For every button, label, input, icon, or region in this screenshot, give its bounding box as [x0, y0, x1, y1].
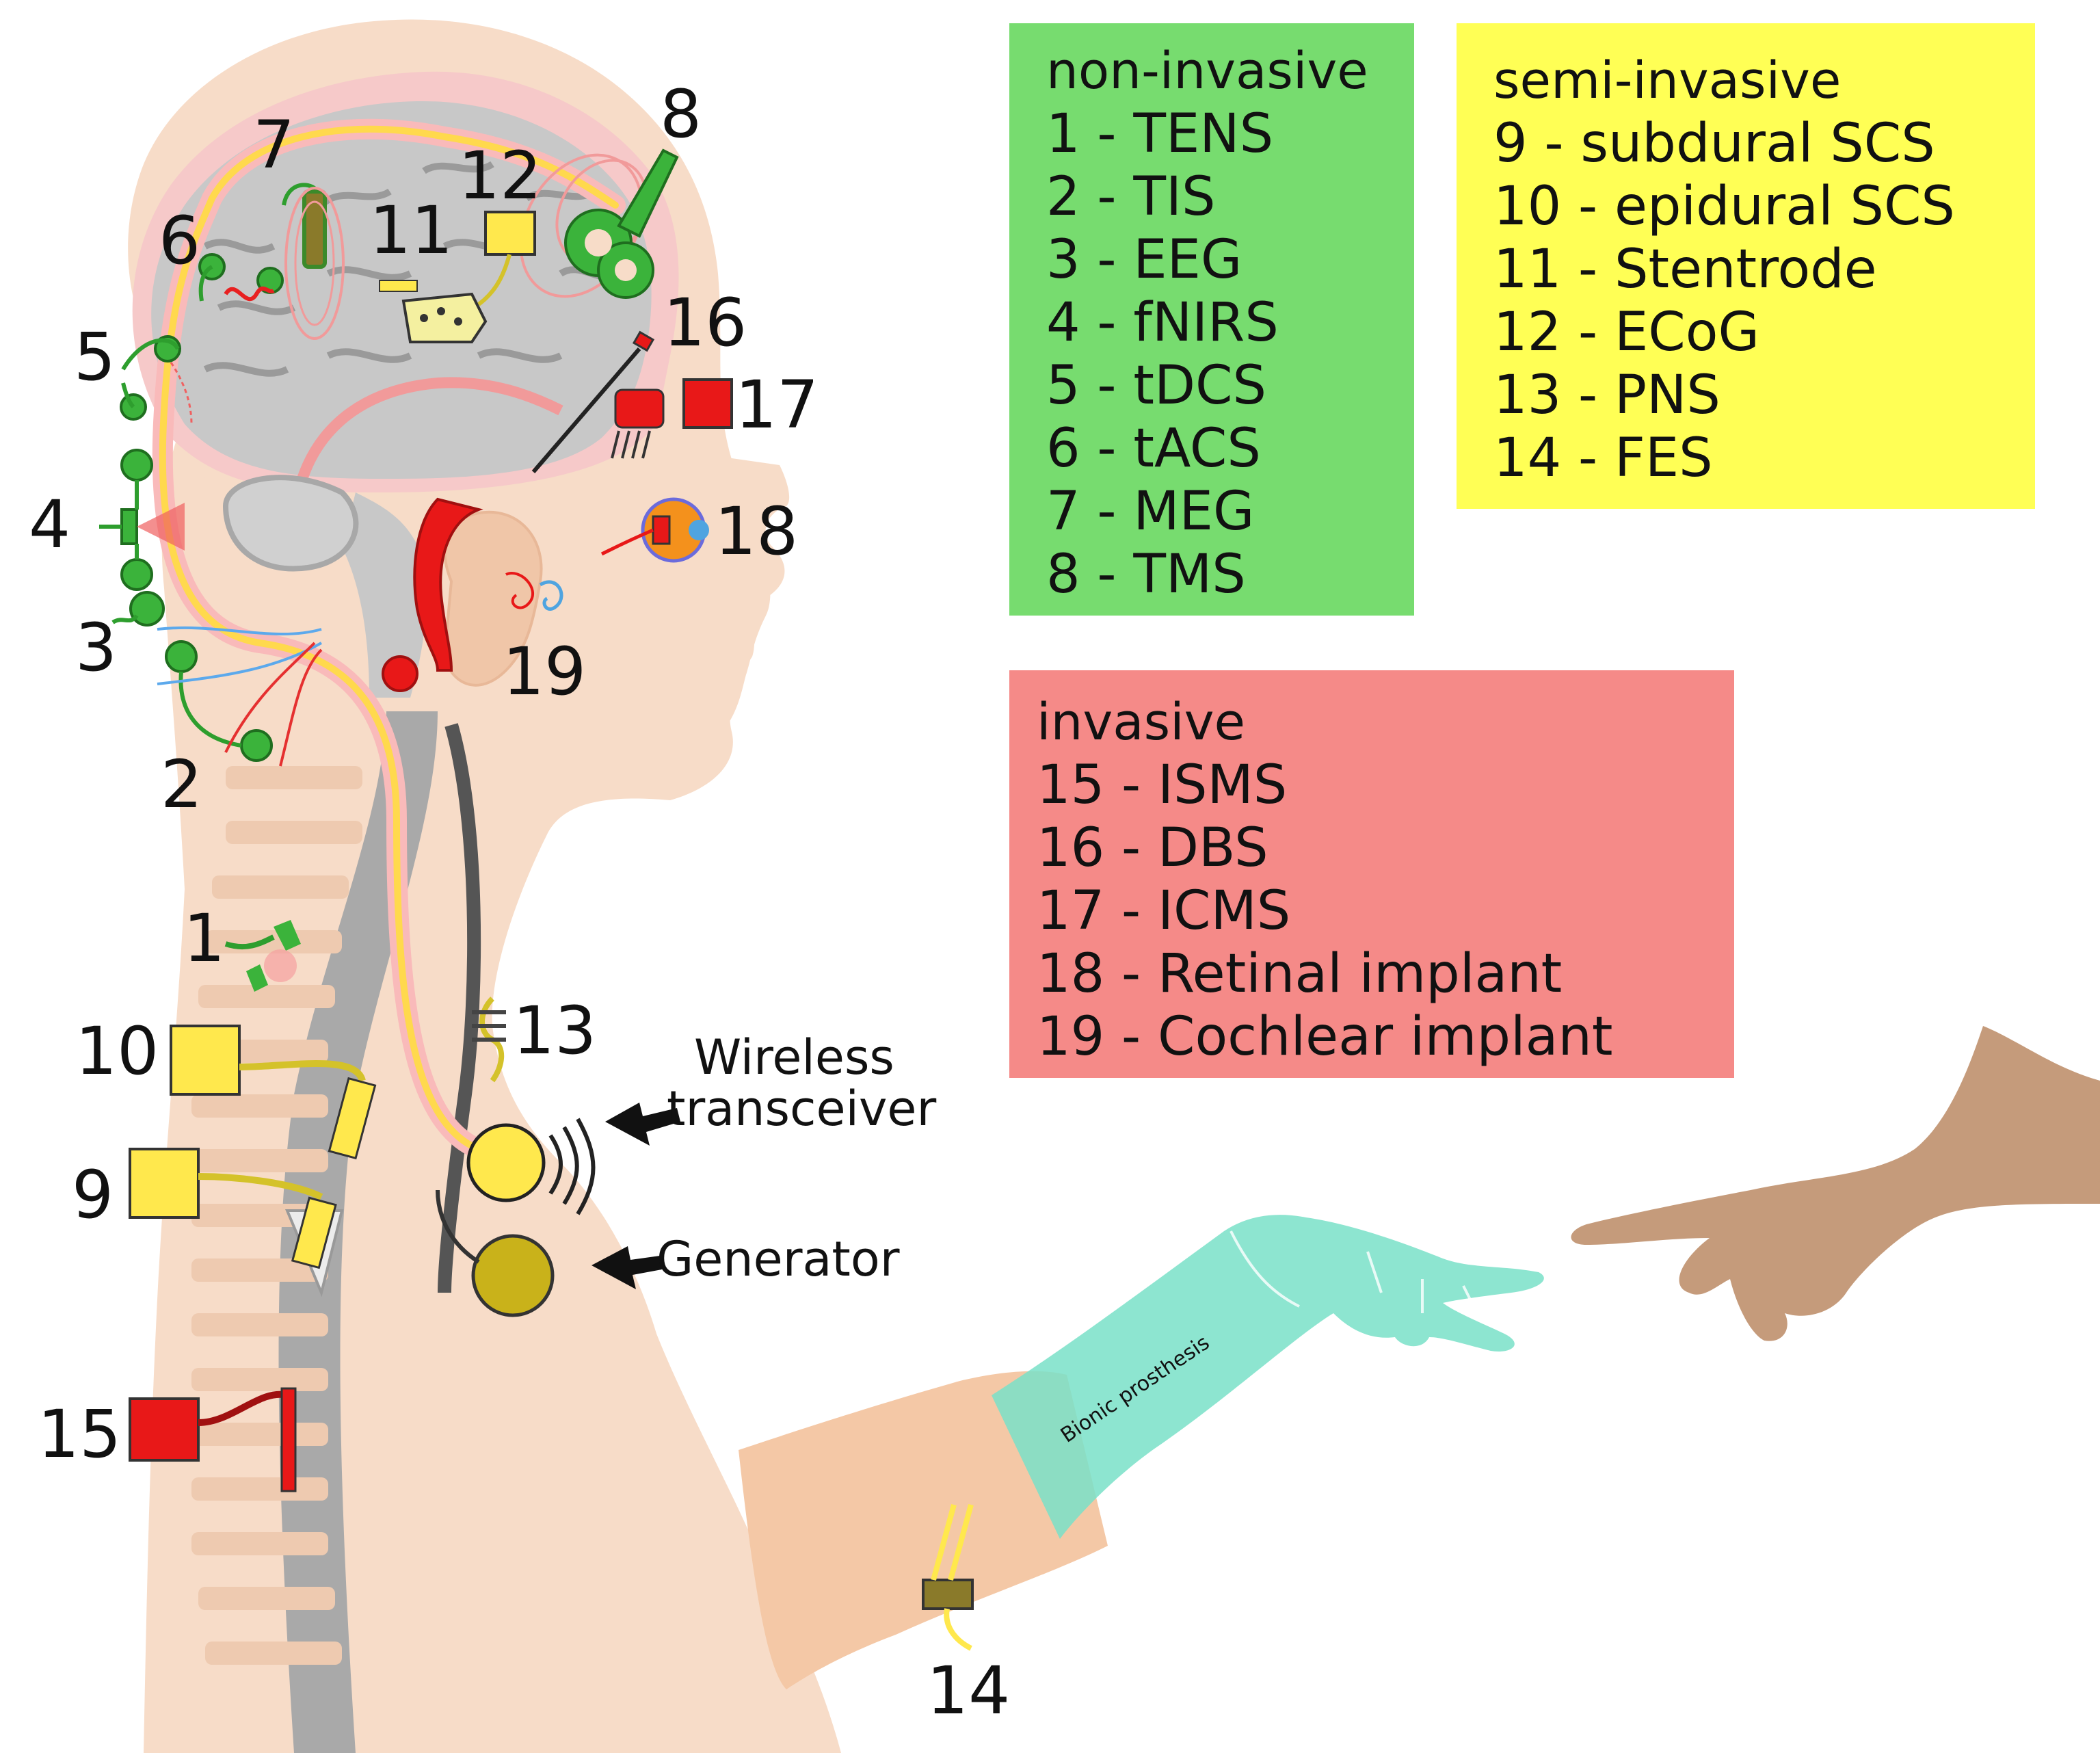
- arrow-generator: [592, 1246, 662, 1289]
- stentrode-device: [379, 280, 418, 292]
- generator-device: [471, 1234, 555, 1317]
- vertebrae: [191, 766, 362, 1665]
- arrow-wireless: [605, 1103, 680, 1146]
- legend-item: 3 - EEG: [1046, 229, 1242, 291]
- fnirs-device: [99, 449, 185, 591]
- pns-device: [472, 997, 506, 1083]
- icms-device: [611, 378, 733, 459]
- ecog-device: [401, 211, 536, 343]
- legend-item: 4 - fNIRS: [1046, 292, 1279, 354]
- label-1: 1: [183, 900, 225, 977]
- tis-device: [157, 626, 323, 767]
- label-11: 11: [369, 192, 453, 269]
- human-hand: [1571, 1026, 2100, 1341]
- label-5: 5: [74, 319, 116, 395]
- legend-item: 17 - ICMS: [1037, 880, 1291, 942]
- label-3: 3: [75, 609, 117, 686]
- epidural-scs-device: [170, 1025, 377, 1160]
- legend-item: 8 - TMS: [1046, 544, 1246, 605]
- legend-item: 15 - ISMS: [1037, 754, 1288, 816]
- bionic-prosthesis: [992, 1215, 1544, 1539]
- label-19: 19: [503, 633, 586, 710]
- label-10: 10: [75, 1013, 159, 1090]
- retinal-implant: [600, 497, 709, 563]
- legend-item: 7 - MEG: [1046, 481, 1255, 542]
- spine: [191, 711, 481, 1753]
- legend-item: 14 - FES: [1493, 427, 1713, 489]
- label-7: 7: [253, 107, 295, 183]
- wireless-transceiver-device: [466, 1123, 546, 1202]
- arm-silhouette: [739, 1371, 1108, 1689]
- tdcs-device: [120, 335, 193, 425]
- legend-item: 11 - Stentrode: [1493, 239, 1877, 300]
- legend-item: 18 - Retinal implant: [1037, 943, 1563, 1005]
- corpus-callosum: [289, 377, 563, 520]
- legend-item: 2 - TIS: [1046, 166, 1216, 228]
- legend-title: semi-invasive: [1493, 51, 1842, 110]
- fes-device: [922, 1503, 974, 1651]
- label-2: 2: [161, 746, 202, 823]
- device-bus-inner: [159, 125, 619, 1152]
- label-4: 4: [29, 486, 70, 563]
- label-12: 12: [458, 137, 542, 214]
- label-14: 14: [927, 1652, 1010, 1729]
- label-17: 17: [735, 367, 819, 443]
- meg-device: [282, 183, 345, 340]
- label-15: 15: [38, 1396, 121, 1473]
- subdural-scs-device: [129, 1148, 344, 1297]
- legend-item: 9 - subdural SCS: [1493, 113, 1935, 174]
- legend-item: 10 - epidural SCS: [1493, 176, 1955, 237]
- legend-item: 6 - tACS: [1046, 418, 1261, 479]
- label-8: 8: [660, 76, 702, 153]
- generator-label: Generator: [656, 1231, 900, 1287]
- legend-non-invasive: non-invasive 1 - TENS 2 - TIS 3 - EEG 4 …: [1009, 23, 1414, 616]
- legend-semi-invasive: semi-invasive 9 - subdural SCS 10 - epid…: [1457, 23, 2035, 509]
- legend-item: 1 - TENS: [1046, 103, 1274, 165]
- label-6: 6: [159, 202, 200, 279]
- isms-device: [129, 1387, 297, 1492]
- wireless-label-line1: Wireless: [694, 1029, 894, 1085]
- prosthesis-joints: [1230, 1230, 1472, 1313]
- tms-coil: [519, 148, 679, 299]
- label-9: 9: [72, 1157, 114, 1233]
- cerebellum: [222, 475, 359, 572]
- label-13: 13: [513, 992, 596, 1069]
- tacs-device: [198, 253, 284, 302]
- legend-item: 16 - DBS: [1037, 817, 1268, 879]
- device-number-labels: 1 2 3 4 5 6 7 8 9 10 11 12 13 14 15 16 1…: [29, 76, 1010, 1729]
- label-18: 18: [715, 493, 798, 570]
- legend-invasive: invasive 15 - ISMS 16 - DBS 17 - ICMS 18…: [1009, 670, 1734, 1078]
- legend-title: non-invasive: [1046, 42, 1368, 101]
- generator-lead: [436, 1189, 480, 1264]
- wireless-signal-icon: [548, 1118, 596, 1215]
- brainstem: [342, 492, 427, 698]
- legend-item: 19 - Cochlear implant: [1037, 1006, 1613, 1068]
- trachea: [438, 723, 481, 1293]
- component-annotations: Wireless transceiver Generator: [656, 1029, 936, 1287]
- legend-item: 12 - ECoG: [1493, 302, 1759, 363]
- legend-item: 5 - tDCS: [1046, 355, 1266, 417]
- dbs-device: [531, 330, 655, 473]
- cochlear-implant: [382, 497, 563, 692]
- tens-device: [224, 920, 301, 992]
- legend-title: invasive: [1037, 693, 1246, 752]
- wireless-label-line2: transceiver: [667, 1081, 936, 1137]
- legend-item: 13 - PNS: [1493, 365, 1720, 426]
- eeg-device: [111, 591, 165, 627]
- label-16: 16: [663, 285, 747, 361]
